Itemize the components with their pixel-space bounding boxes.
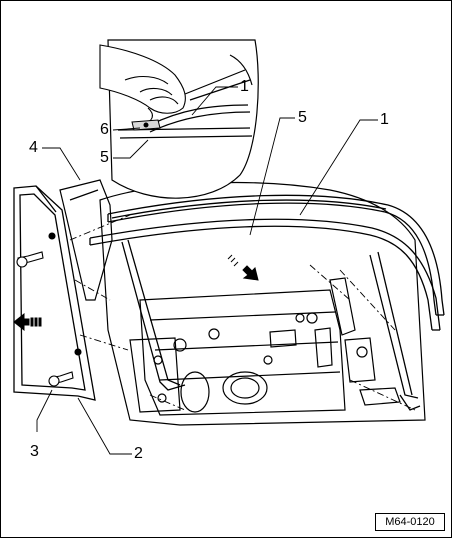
direction-arrow-left-icon (13, 312, 42, 332)
trim-strip (13, 185, 96, 401)
frame-edge (59, 179, 113, 301)
callout-4: 4 (29, 139, 38, 156)
callout-5-inset: 5 (100, 149, 109, 166)
guide-lines (69, 214, 416, 411)
callout-6: 6 (100, 121, 109, 138)
callout-1-inset: 1 (240, 78, 249, 95)
leader-lines (36, 86, 378, 455)
callout-5: 5 (298, 109, 307, 126)
window-channel-seal (89, 218, 441, 411)
callout-2: 2 (134, 445, 143, 462)
detail-inset (99, 39, 259, 199)
callout-1: 1 (380, 111, 389, 128)
door-body (99, 182, 426, 426)
door-window-seal (107, 194, 445, 316)
screw-icon (16, 232, 82, 387)
callout-3: 3 (30, 443, 39, 460)
direction-arrow-down-right-icon (227, 254, 259, 281)
hand-icon (99, 44, 186, 123)
figure-id-label: M64-0120 (375, 513, 445, 531)
